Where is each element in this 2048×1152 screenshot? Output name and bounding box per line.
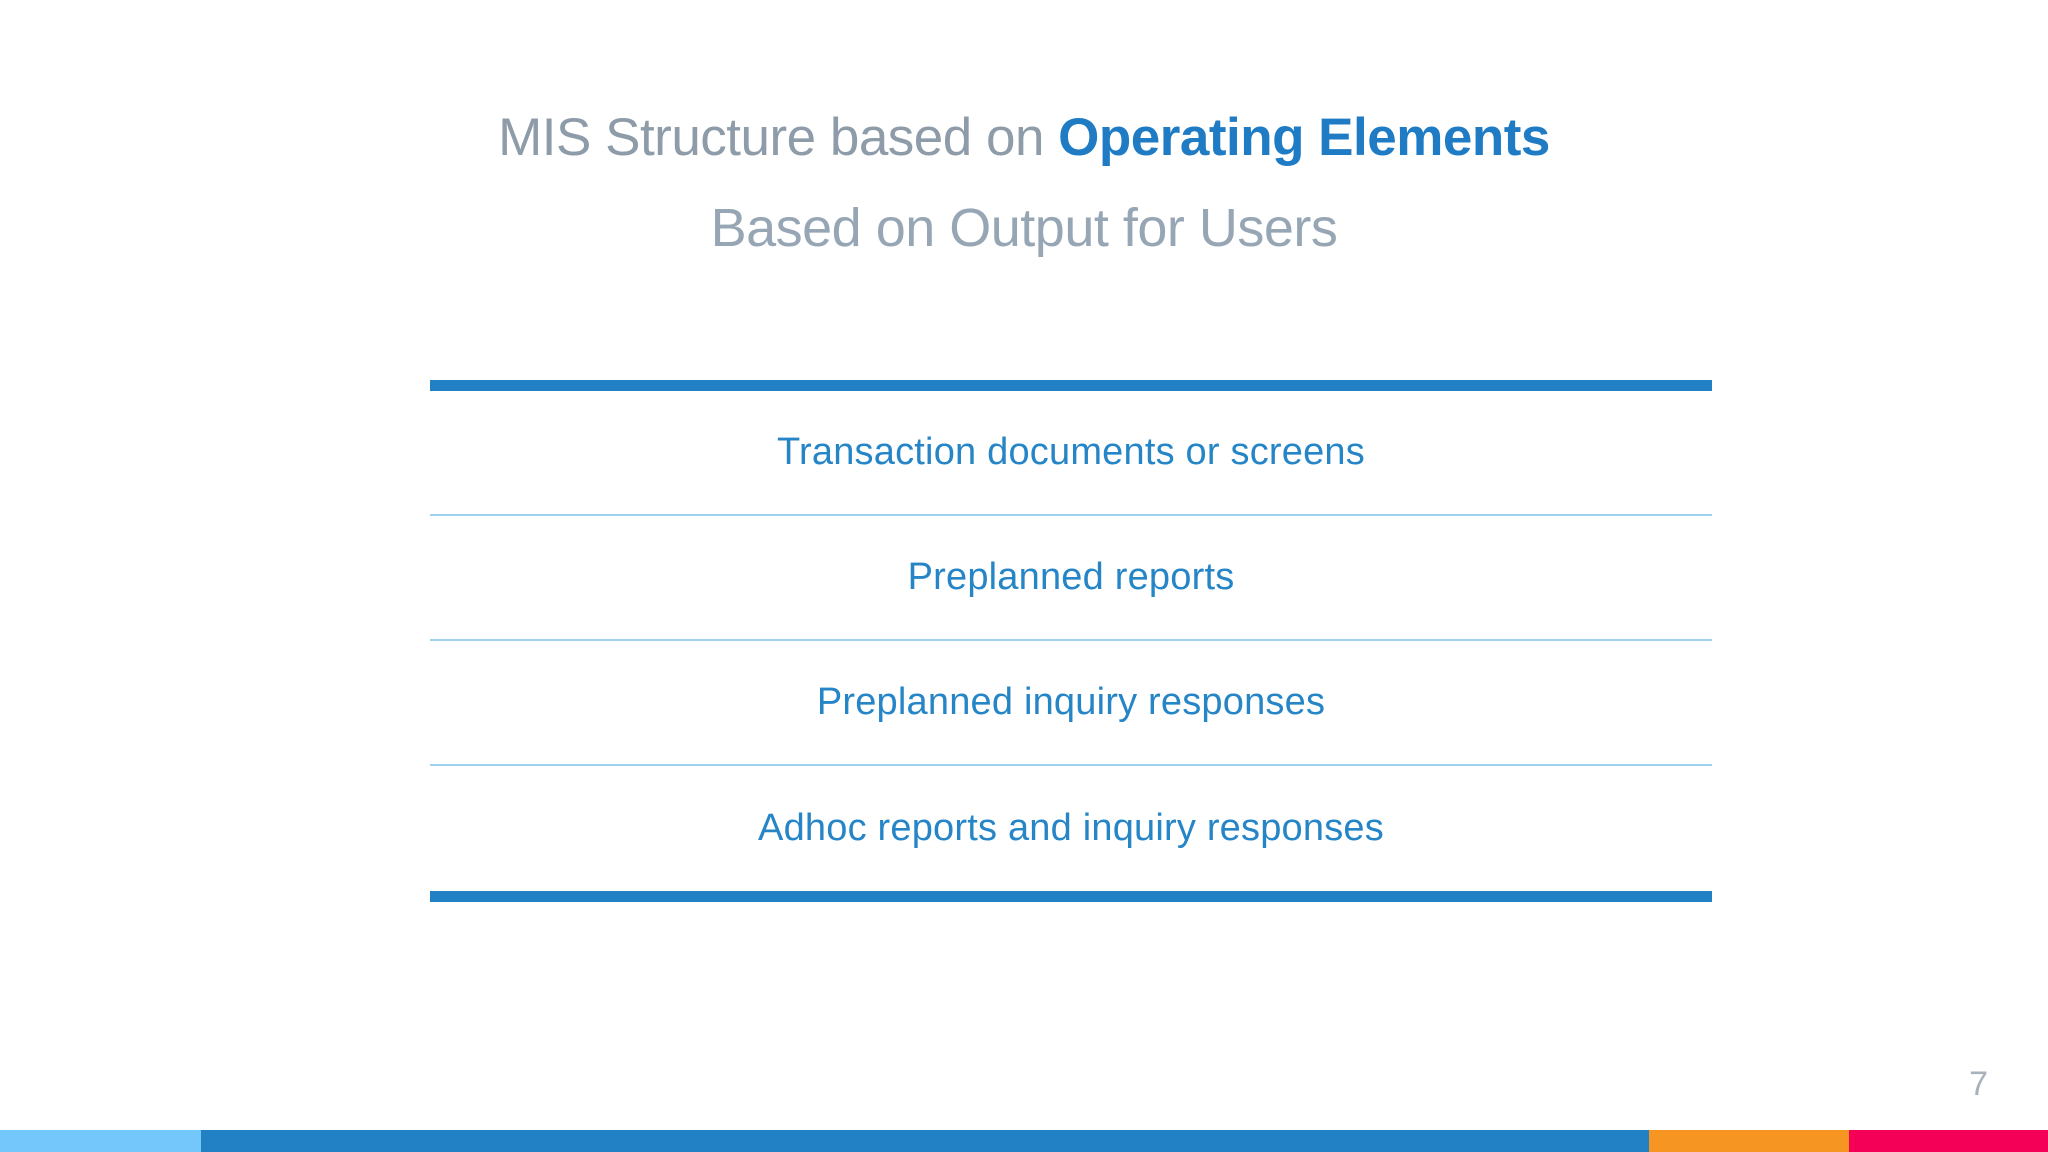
- table-row: Preplanned inquiry responses: [430, 641, 1712, 766]
- page-title-accent: Operating Elements: [1058, 108, 1550, 167]
- page-title-plain: MIS Structure based on: [498, 108, 1059, 167]
- footer-segment-orange: [1648, 1130, 1850, 1152]
- footer-segment-blue: [200, 1130, 1649, 1152]
- title-block: MIS Structure based on Operating Element…: [0, 108, 2048, 259]
- footer-segment-crimson: [1849, 1130, 2048, 1152]
- table-row-label: Transaction documents or screens: [777, 431, 1365, 473]
- footer-segment-light-blue: [0, 1130, 201, 1152]
- table-row: Transaction documents or screens: [430, 391, 1712, 516]
- footer-color-bar: [0, 1130, 2048, 1152]
- page-number: 7: [1969, 1065, 1988, 1103]
- table-row-label: Adhoc reports and inquiry responses: [758, 807, 1384, 849]
- table-row-label: Preplanned reports: [907, 556, 1235, 598]
- page-subtitle: Based on Output for Users: [710, 197, 1338, 258]
- output-types-table: Transaction documents or screens Preplan…: [430, 380, 1712, 902]
- table-row: Preplanned reports: [430, 516, 1712, 641]
- table-row-label: Preplanned inquiry responses: [816, 681, 1326, 723]
- page-title: MIS Structure based on Operating Element…: [0, 108, 2048, 169]
- table-row: Adhoc reports and inquiry responses: [430, 766, 1712, 891]
